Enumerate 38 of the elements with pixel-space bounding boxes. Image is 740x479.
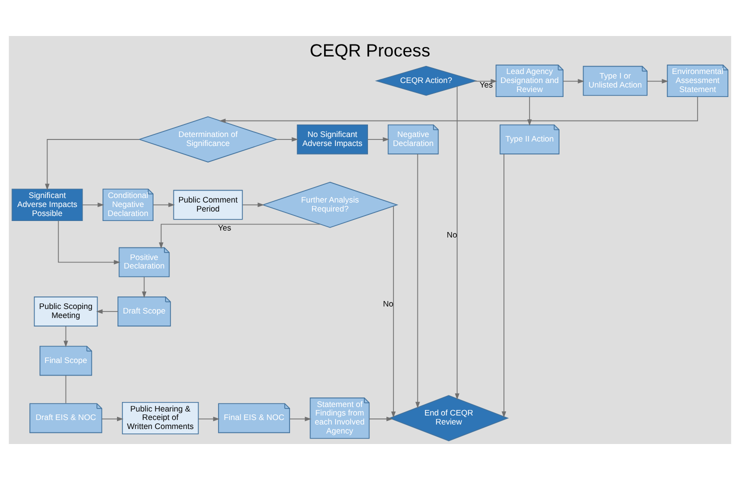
arrow [82,202,104,207]
connector [65,374,66,404]
edge-label: Yes [480,80,493,90]
node-box: No Significant Adverse Impacts [296,124,368,154]
edge-label: No [383,299,394,308]
arrow [454,86,460,400]
arrow [158,223,321,248]
arrow [368,416,393,421]
diagram-title: CEQR Process [310,40,430,60]
node-box: Significant Adverse Impacts Possible [12,188,83,221]
node-box: Public Comment Period [173,189,243,220]
node-diamond: End of CEQR Review [388,394,509,441]
arrow [64,325,68,347]
node-diamond: Further Analysis Required? [262,181,398,228]
arrow [646,78,668,84]
arrow [44,138,140,190]
arrow [152,202,175,207]
edge-label: Yes [218,223,232,232]
arrow [562,78,584,84]
arrow [58,220,120,264]
node-diamond: Determination of Significance [138,116,278,162]
arrow [142,276,146,298]
arrow [276,136,298,142]
arrow [198,416,220,421]
node-box: Public Hearing & Receipt of Written Comments [122,401,199,434]
arrow [289,416,312,421]
arrow [219,96,698,123]
arrow [474,78,498,84]
arrow [101,416,124,421]
arrow [96,308,118,314]
arrow [502,153,506,418]
arrow [415,153,420,408]
edge-label: No [446,230,458,240]
arrow [391,205,396,418]
node-diamond: CEQR Action? [374,65,478,96]
node-box: Public Scoping Meeting [34,296,98,326]
arrow [242,202,264,207]
arrow [367,136,390,142]
